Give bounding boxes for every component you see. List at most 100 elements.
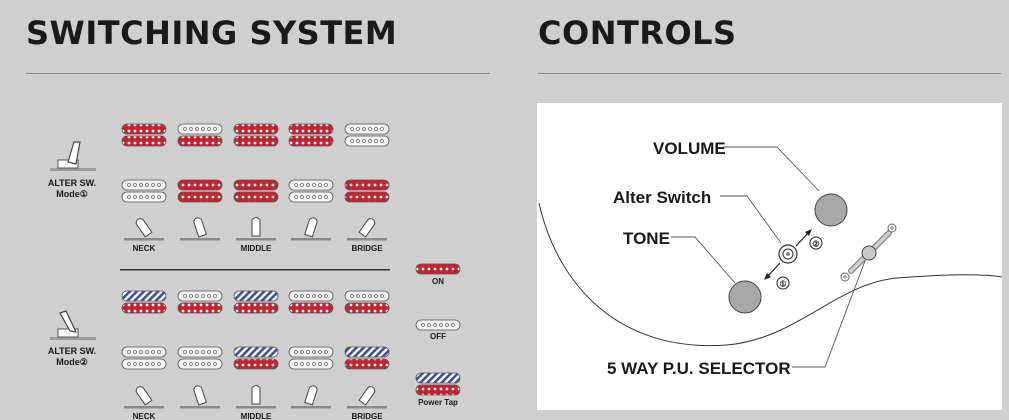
pickup-r4-c2-lower-coil-pole bbox=[189, 362, 193, 366]
pickup-r2-c4-lower-coil-pole bbox=[312, 195, 316, 199]
selector-lever-icon bbox=[347, 386, 387, 409]
pickup-r4-c2-lower-coil bbox=[177, 358, 223, 370]
pickup-r2-c4-lower-coil-pole bbox=[306, 195, 310, 199]
pickup-r3-c4-upper-coil-pole bbox=[324, 294, 328, 298]
pickup-r3-c5-upper-coil-pole bbox=[356, 294, 360, 298]
pickup-r4-c4-lower-coil-pole bbox=[312, 362, 316, 366]
pickup-r3-c5-upper-coil-pole bbox=[362, 294, 366, 298]
pickup-r4-c2-lower-coil-pole bbox=[195, 362, 199, 366]
selector-lever-icon bbox=[291, 217, 331, 241]
pickup-r4-c1-lower-coil bbox=[121, 358, 167, 370]
pickup-r3-c2-upper-coil-pole bbox=[213, 294, 217, 298]
pickup-r4-c1-lower-coil-pole bbox=[157, 362, 161, 366]
mode2-label: ALTER SW. bbox=[48, 346, 96, 356]
alter-switch-leader bbox=[720, 195, 782, 244]
legend-off-swatch-coil-pole bbox=[433, 323, 437, 327]
pickup-r2-c1-lower-coil-pole bbox=[145, 195, 149, 199]
pickup-r4-c1-upper-coil-pole bbox=[157, 350, 161, 354]
pickup-r3-c4-upper-coil-pole bbox=[294, 294, 298, 298]
pickup-selector-icon bbox=[840, 223, 897, 282]
pickup-r3-c1-lower-coil bbox=[121, 302, 167, 314]
pickup-r1-c5-upper-coil-pole bbox=[374, 127, 378, 131]
pickup-r3-c5-upper-coil-pole bbox=[368, 294, 372, 298]
pickup-r4-c1-lower-coil-pole bbox=[139, 362, 143, 366]
selector-leader bbox=[792, 260, 866, 368]
pickup-r4-c3-lower-coil bbox=[233, 358, 279, 370]
legend-off-swatch-coil-pole bbox=[445, 323, 449, 327]
pickup-r1-c5-upper-coil-pole bbox=[356, 127, 360, 131]
pickup-r1-c5-upper-coil-pole bbox=[362, 127, 366, 131]
pickup-r4-c2-upper-coil-pole bbox=[201, 350, 205, 354]
pickup-r3-c2-upper-coil-pole bbox=[195, 294, 199, 298]
guitar-body-outline bbox=[538, 202, 1002, 347]
pickup-r2-c4-lower-coil-pole bbox=[300, 195, 304, 199]
marker-1: ① bbox=[779, 280, 786, 289]
pickup-r2-c4-upper-coil bbox=[288, 179, 334, 191]
pickup-r3-c2-upper-coil bbox=[177, 290, 223, 302]
pickup-r2-c3-lower-coil bbox=[233, 191, 279, 203]
pickup-r3-c3 bbox=[233, 290, 279, 314]
pickup-r4-c4-upper-coil-pole bbox=[324, 350, 328, 354]
legend-tap-swatch-upper bbox=[415, 372, 461, 384]
pickup-r2-c4-upper-coil-pole bbox=[324, 183, 328, 187]
switching-divider bbox=[26, 73, 490, 74]
pickup-r2-c1-lower-coil bbox=[121, 191, 167, 203]
selector-lever-icon bbox=[347, 218, 387, 241]
pickup-r2-c1-upper-coil-pole bbox=[139, 183, 143, 187]
pickup-r3-c5 bbox=[344, 290, 390, 314]
pickup-r4-c4-lower-coil-pole bbox=[300, 362, 304, 366]
position-label-bridge: BRIDGE bbox=[351, 244, 383, 253]
pickup-r4-c1-lower-coil-pole bbox=[151, 362, 155, 366]
pickup-r2-c4-upper-coil-pole bbox=[300, 183, 304, 187]
pickup-r1-c5-lower-coil-pole bbox=[368, 139, 372, 143]
pickup-r2-c1-upper-coil bbox=[121, 179, 167, 191]
pickup-r3-c4 bbox=[288, 290, 334, 314]
position-label-middle: MIDDLE bbox=[241, 244, 272, 253]
pickup-r4-c4-lower-coil-pole bbox=[306, 362, 310, 366]
pickup-r1-c1-lower-coil bbox=[121, 135, 167, 147]
arrow-mode1-head bbox=[764, 273, 771, 280]
pickup-r1-c2-upper-coil-pole bbox=[189, 127, 193, 131]
mode-divider bbox=[120, 269, 390, 271]
pickup-r4-c5-upper-coil bbox=[344, 346, 390, 358]
pickup-r1-c2-upper-coil bbox=[177, 123, 223, 135]
pickup-r2-c2-lower-coil bbox=[177, 191, 223, 203]
pickup-r2-c4-upper-coil-pole bbox=[312, 183, 316, 187]
pickup-r2-c1-upper-coil-pole bbox=[133, 183, 137, 187]
selector-lever-icon bbox=[124, 218, 164, 241]
volume-leader bbox=[723, 146, 820, 192]
pickup-r1-c3-upper-coil bbox=[233, 123, 279, 135]
pickup-r2-c4 bbox=[288, 179, 334, 203]
mode1-label: ALTER SW. bbox=[48, 178, 96, 188]
selector-lever-icon bbox=[180, 385, 220, 409]
legend-off-swatch-coil-pole bbox=[439, 323, 443, 327]
pickup-r3-c4-upper-coil-pole bbox=[300, 294, 304, 298]
pickup-r1-c5-lower-coil-pole bbox=[362, 139, 366, 143]
pickup-r1-c4 bbox=[288, 123, 334, 147]
legend-on-label: ON bbox=[432, 277, 444, 286]
pickup-r4-c2-lower-coil-pole bbox=[207, 362, 211, 366]
alter-switch-mode2-icon bbox=[50, 310, 96, 340]
pickup-r4-c4-lower-coil-pole bbox=[324, 362, 328, 366]
pickup-r3-c2-lower-coil bbox=[177, 302, 223, 314]
pickup-r3-c1-upper-coil bbox=[121, 290, 167, 302]
legend-off-swatch-coil-pole bbox=[427, 323, 431, 327]
pickup-r4-c4-lower-coil bbox=[288, 358, 334, 370]
pickup-r2-c1 bbox=[121, 179, 167, 203]
pickup-r3-c4-lower-coil bbox=[288, 302, 334, 314]
position-label-neck: NECK bbox=[133, 412, 156, 420]
pickup-r3-c4-upper-coil bbox=[288, 290, 334, 302]
pickup-r2-c1-lower-coil-pole bbox=[133, 195, 137, 199]
pickup-r1-c5-upper-coil bbox=[344, 123, 390, 135]
legend-off-swatch-coil bbox=[415, 319, 461, 331]
pickup-r4-c2-lower-coil-pole bbox=[201, 362, 205, 366]
pickup-r2-c4-lower-coil-pole bbox=[324, 195, 328, 199]
switching-system-title: SWITCHING SYSTEM bbox=[26, 14, 398, 52]
pickup-r1-c2-upper-coil-pole bbox=[207, 127, 211, 131]
pickup-r4-c2-upper-coil-pole bbox=[207, 350, 211, 354]
volume-label: VOLUME bbox=[653, 139, 726, 158]
alter-switch-label: Alter Switch bbox=[613, 188, 711, 207]
legend-tap-label: Power Tap bbox=[418, 398, 458, 407]
legend-tap-swatch-lower bbox=[415, 384, 461, 396]
tone-leader bbox=[671, 236, 736, 284]
